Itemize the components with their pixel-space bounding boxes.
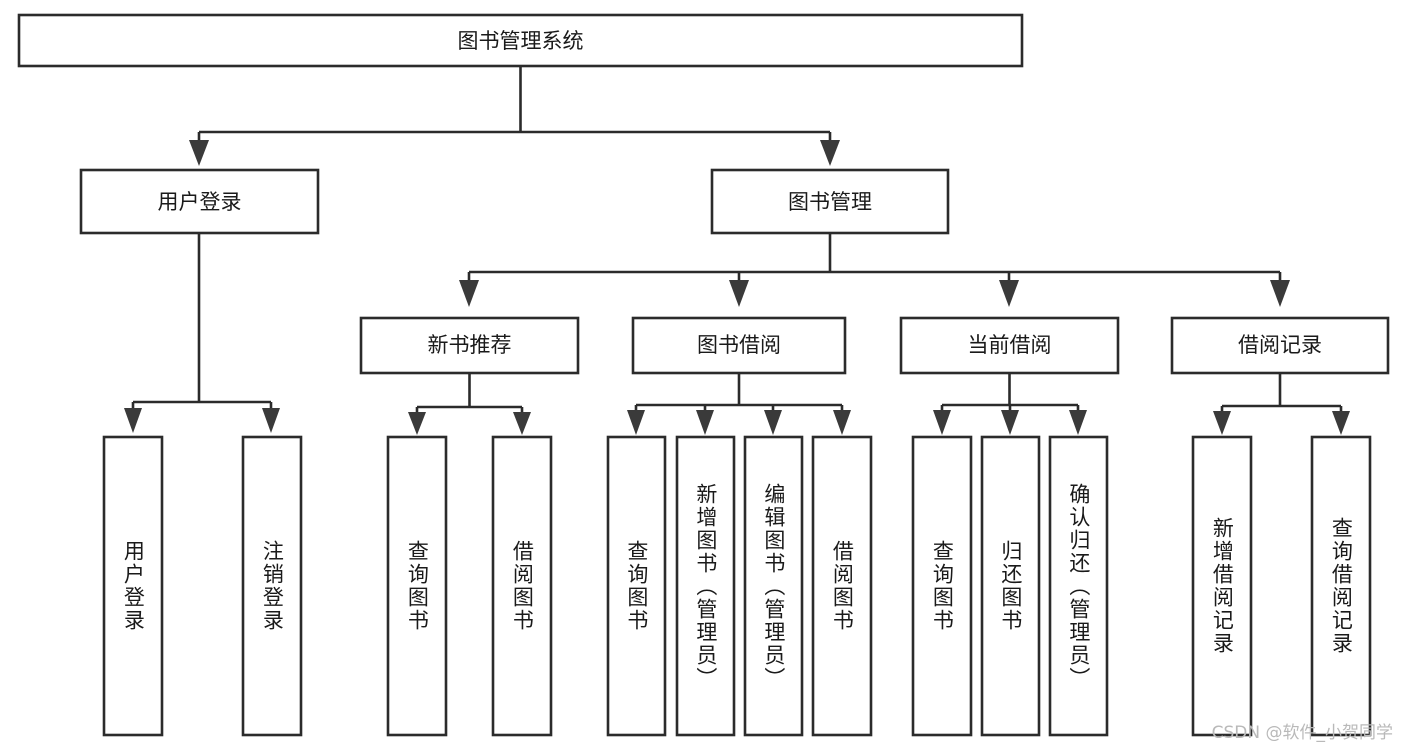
- arrowhead-icon: [696, 410, 714, 435]
- connector-book-management-to-level3: [459, 233, 1290, 307]
- node-root-rect[interactable]: [17, 13, 1024, 68]
- leaf-rect-book-borrow-3[interactable]: [811, 435, 873, 737]
- node-new-book-recommend-rect[interactable]: [359, 316, 580, 375]
- arrowhead-icon: [999, 280, 1019, 307]
- node-root[interactable]: 图书管理系统: [17, 13, 1024, 68]
- arrowhead-icon: [1332, 411, 1350, 435]
- connector-current-borrow-to-leaves: [933, 373, 1087, 435]
- arrowhead-icon: [729, 280, 749, 307]
- leaf-rect-current-borrow-2[interactable]: [1048, 435, 1109, 737]
- arrowhead-icon: [933, 410, 951, 435]
- arrowhead-icon: [1213, 411, 1231, 435]
- connector-book-borrow-to-leaves: [627, 373, 851, 435]
- arrowhead-icon: [1069, 410, 1087, 435]
- arrowhead-icon: [124, 408, 142, 433]
- node-book-borrow-label: 图书借阅: [697, 333, 781, 357]
- leaf-rect-new-book-recommend-0[interactable]: [386, 435, 448, 737]
- arrowhead-icon: [1001, 410, 1019, 435]
- leaf-rect-new-book-recommend-1[interactable]: [491, 435, 553, 737]
- connector-user-login-to-leaves: [124, 233, 280, 433]
- node-current-borrow-rect[interactable]: [899, 316, 1120, 375]
- leaf-rect-book-borrow-1[interactable]: [675, 435, 736, 737]
- node-new-book-recommend-label: 新书推荐: [428, 333, 512, 357]
- arrowhead-icon: [262, 408, 280, 433]
- node-book-management-label: 图书管理: [788, 190, 872, 214]
- watermark-text: CSDN @软件_小贺同学: [1211, 723, 1393, 743]
- leaf-rect-borrow-record-1[interactable]: [1310, 435, 1372, 737]
- arrowhead-icon: [1270, 280, 1290, 307]
- node-borrow-record-label: 借阅记录: [1238, 333, 1322, 357]
- node-new-book-recommend[interactable]: 新书推荐: [359, 316, 580, 375]
- node-user-login-rect[interactable]: [79, 168, 320, 235]
- arrowhead-icon: [408, 412, 426, 435]
- arrowhead-icon: [513, 412, 531, 435]
- leaf-rect-book-borrow-0[interactable]: [606, 435, 667, 737]
- leaf-rect-current-borrow-1[interactable]: [980, 435, 1041, 737]
- leaf-rect-user-login-1[interactable]: [241, 435, 303, 737]
- arrowhead-icon: [459, 280, 479, 307]
- node-book-management[interactable]: 图书管理: [710, 168, 950, 235]
- arrowhead-icon: [820, 140, 840, 166]
- leaf-rect-user-login-0[interactable]: [102, 435, 164, 737]
- arrowhead-icon: [764, 410, 782, 435]
- leaf-rect-book-borrow-2[interactable]: [743, 435, 804, 737]
- arrowhead-icon: [189, 140, 209, 166]
- connector-new-book-recommend-to-leaves: [408, 373, 531, 435]
- arrowhead-icon: [833, 410, 851, 435]
- node-borrow-record[interactable]: 借阅记录: [1170, 316, 1390, 375]
- node-current-borrow[interactable]: 当前借阅: [899, 316, 1120, 375]
- node-root-label: 图书管理系统: [458, 29, 584, 53]
- node-user-login-label: 用户登录: [158, 190, 242, 214]
- connector-borrow-record-to-leaves: [1213, 373, 1350, 435]
- leaf-rect-borrow-record-0[interactable]: [1191, 435, 1253, 737]
- node-current-borrow-label: 当前借阅: [968, 333, 1052, 357]
- leaf-rect-current-borrow-0[interactable]: [911, 435, 973, 737]
- connector-root-to-level2: [189, 66, 840, 166]
- node-user-login[interactable]: 用户登录: [79, 168, 320, 235]
- node-book-borrow[interactable]: 图书借阅: [631, 316, 847, 375]
- arrowhead-icon: [627, 410, 645, 435]
